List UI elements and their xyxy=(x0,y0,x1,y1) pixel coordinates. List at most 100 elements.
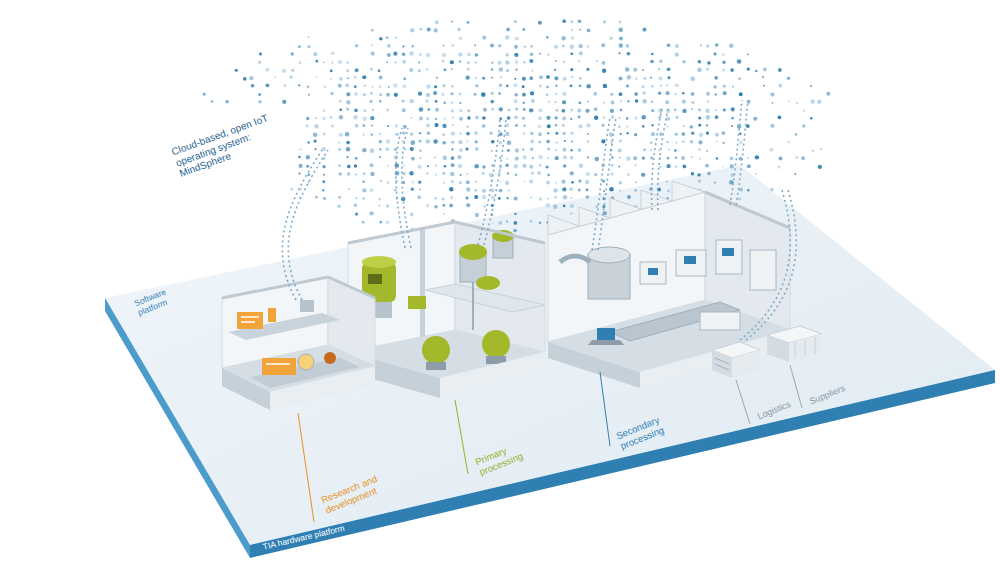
cloud-dot xyxy=(770,92,774,96)
cloud-dot xyxy=(587,133,589,135)
cloud-dot xyxy=(562,100,566,104)
cloud-dot xyxy=(410,213,414,217)
research-room xyxy=(222,277,375,410)
cloud-dot xyxy=(395,62,397,64)
cloud-dot xyxy=(331,125,334,128)
cloud-dot xyxy=(459,102,461,104)
cloud-dot xyxy=(537,171,541,175)
cloud-dot xyxy=(698,108,701,111)
cloud-dot xyxy=(491,108,494,111)
cloud-dot xyxy=(601,139,605,143)
cloud-dot xyxy=(482,172,485,175)
cloud-dot xyxy=(394,189,396,191)
cloud-dot xyxy=(611,101,615,105)
cloud-dot xyxy=(723,91,727,95)
cloud-dot xyxy=(715,115,719,119)
cloud-dot xyxy=(722,165,724,167)
cloud-dot xyxy=(330,69,333,72)
cloud-dot xyxy=(778,68,782,72)
data-streams-part xyxy=(740,190,790,340)
cloud-dot xyxy=(443,44,445,46)
cloud-dot xyxy=(409,51,413,55)
cloud-dot xyxy=(451,20,453,22)
cloud-dot xyxy=(225,100,229,104)
logistics-buildings-part xyxy=(767,335,789,362)
cloud-dot xyxy=(339,99,342,102)
cloud-dot xyxy=(372,86,374,88)
cloud-dot xyxy=(307,181,309,183)
cloud-dot xyxy=(788,100,790,102)
cloud-dot xyxy=(354,92,358,96)
cloud-dot xyxy=(555,116,558,119)
cloud-dot xyxy=(674,149,677,152)
cloud-dot xyxy=(779,157,783,161)
cloud-dot xyxy=(634,92,638,96)
cloud-dot xyxy=(451,131,455,135)
cloud-dot xyxy=(642,85,645,88)
cloud-dot xyxy=(554,76,558,80)
cloud-dot xyxy=(475,84,478,87)
cloud-dot xyxy=(555,149,557,151)
cloud-dot xyxy=(635,181,637,183)
cloud-dot xyxy=(433,139,438,144)
cloud-dot xyxy=(618,148,622,152)
cloud-dot xyxy=(642,28,646,32)
cloud-dot xyxy=(258,60,261,63)
cloud-dot xyxy=(514,53,518,57)
cloud-dot xyxy=(522,28,525,31)
research-room-part xyxy=(228,313,340,340)
secondary-processing-hall-part xyxy=(750,250,776,290)
cloud-dot xyxy=(467,126,469,128)
cloud-dot xyxy=(451,148,453,150)
cloud-dot xyxy=(514,196,518,200)
cloud-dot xyxy=(427,27,431,31)
cloud-dot xyxy=(546,203,551,208)
cloud-dot xyxy=(772,102,774,104)
cloud-dot xyxy=(570,171,574,175)
cloud-dot xyxy=(690,77,695,82)
cloud-dot xyxy=(515,69,517,71)
cloud-dot xyxy=(570,156,574,160)
secondary-processing-hall-part xyxy=(588,340,624,345)
cloud-dot xyxy=(324,85,327,88)
cloud-dot xyxy=(482,77,485,80)
cloud-dot xyxy=(370,149,374,153)
cloud-dot xyxy=(298,84,300,86)
cloud-dot xyxy=(379,140,382,143)
cloud-dot xyxy=(555,124,558,127)
cloud-dot xyxy=(722,68,725,71)
cloud-dot xyxy=(571,140,573,142)
cloud-dot xyxy=(594,173,597,176)
cloud-dot xyxy=(459,181,462,184)
cloud-dot xyxy=(715,109,717,111)
cloud-dot xyxy=(755,173,757,175)
cloud-dot xyxy=(283,84,286,87)
cloud-dot xyxy=(459,132,461,134)
primary-processing-room-part xyxy=(348,222,545,243)
cloud-dot xyxy=(436,76,439,79)
cloud-dot xyxy=(426,139,430,143)
cloud-dot xyxy=(627,52,631,56)
cloud-dot xyxy=(641,173,645,177)
cloud-dot xyxy=(339,77,343,81)
cloud-dot xyxy=(458,52,462,56)
cloud-dot xyxy=(379,156,381,158)
cloud-dot xyxy=(498,61,502,65)
cloud-dot xyxy=(571,181,574,184)
cloud-dot xyxy=(378,85,381,88)
cloud-dot xyxy=(778,84,782,88)
cloud-dot xyxy=(594,116,598,120)
cloud-dot xyxy=(435,174,437,176)
cloud-dot xyxy=(529,180,533,184)
cloud-dot xyxy=(402,165,404,167)
cloud-dot xyxy=(474,189,477,192)
cloud-dot xyxy=(715,133,719,137)
cloud-dot xyxy=(682,92,684,94)
cloud-dot xyxy=(578,44,582,48)
cloud-dot xyxy=(706,131,709,134)
cloud-dot xyxy=(602,179,605,182)
cloud-dot xyxy=(265,83,269,87)
cloud-dot xyxy=(562,132,565,135)
cloud-dot xyxy=(507,189,510,192)
